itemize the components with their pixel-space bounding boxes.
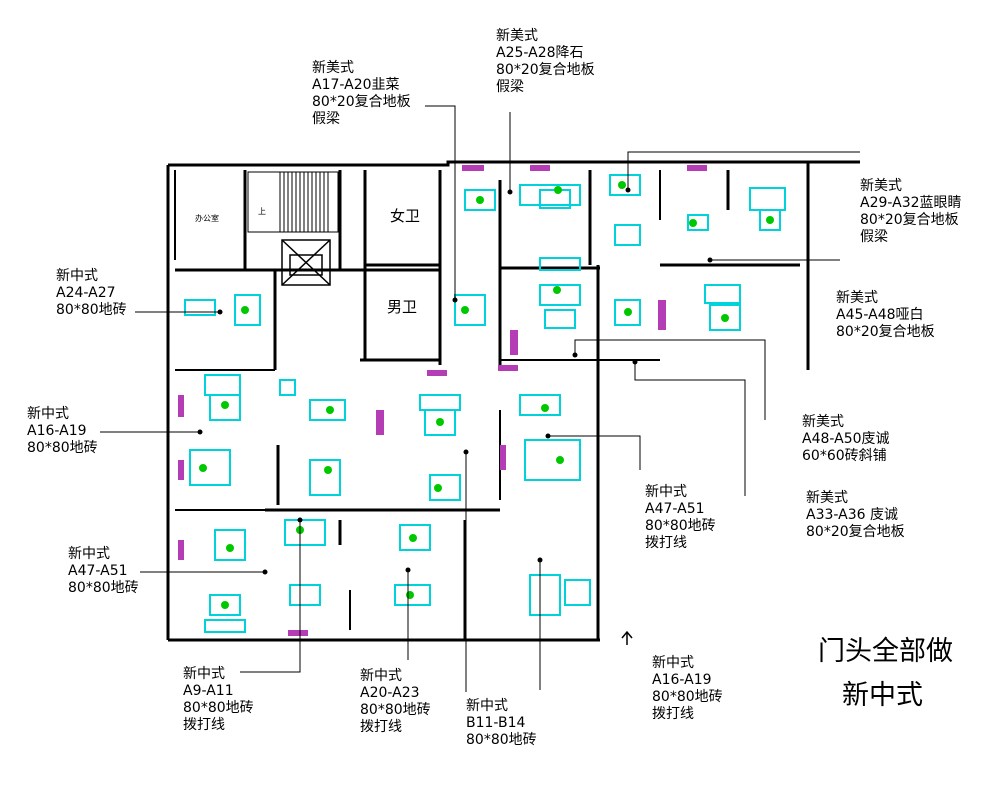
room-women: 女卫: [390, 207, 421, 225]
leader-dots: [197, 187, 713, 575]
elevator: [281, 239, 331, 286]
room-office: 办公室: [195, 214, 219, 223]
staircase: [247, 171, 339, 233]
facade-note: 门头全部做新中式: [818, 636, 953, 711]
walls: [166, 160, 860, 642]
plants: [199, 181, 774, 609]
arrow-icon: [621, 630, 633, 645]
room-men: 男卫: [387, 298, 418, 316]
furniture: [184, 174, 786, 633]
leader-lines: [100, 105, 860, 692]
room-stair: 上: [258, 207, 266, 216]
doors: [178, 165, 707, 636]
